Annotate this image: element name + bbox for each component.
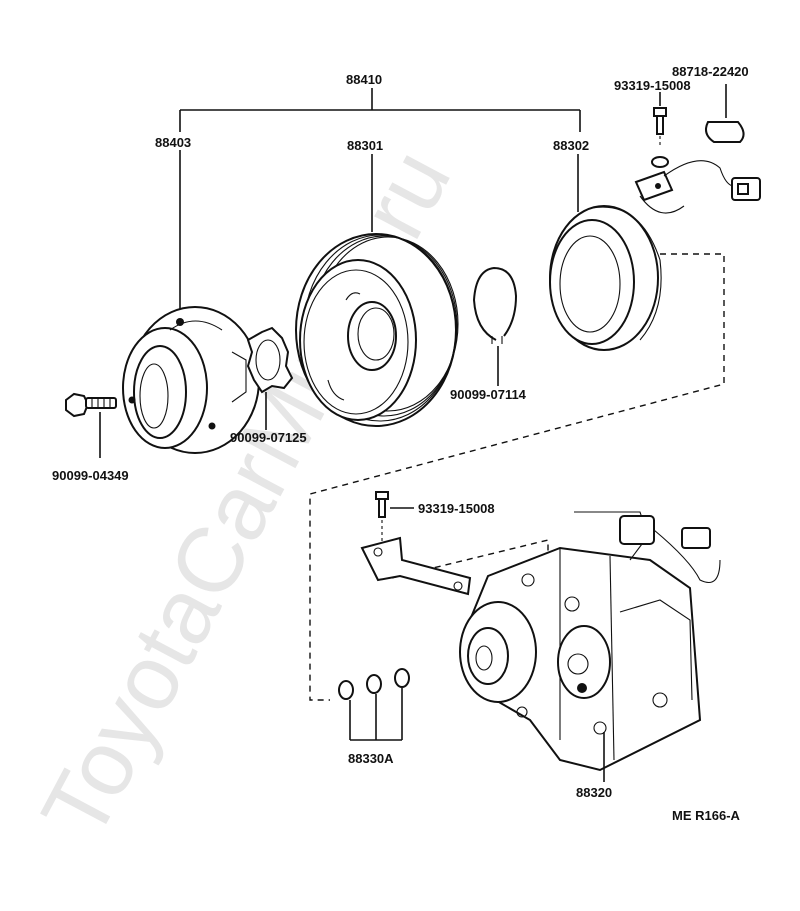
label-88403: 88403 — [155, 135, 191, 150]
pulley-part — [295, 233, 459, 427]
label-93319-15008-upper: 93319-15008 — [614, 78, 691, 93]
orings-part — [338, 668, 410, 741]
diagram-code: ME R166-A — [672, 808, 741, 823]
label-90099-07114: 90099-07114 — [450, 387, 527, 402]
compressor-part — [459, 511, 721, 772]
shim-part — [246, 326, 294, 430]
label-88718-22420: 88718-22420 — [672, 64, 749, 79]
stator-screw-part — [651, 107, 669, 168]
label-90099-04349: 90099-04349 — [52, 468, 129, 483]
label-93319-15008-lower: 93319-15008 — [418, 501, 495, 516]
pressure-plate-part — [122, 306, 260, 454]
label-88302: 88302 — [553, 138, 589, 153]
label-88330A: 88330A — [348, 751, 394, 766]
clutch-assembly-bracket — [179, 88, 581, 318]
label-90099-07125: 90099-07125 — [230, 430, 307, 445]
snap-ring-part — [472, 266, 518, 386]
bracket-plate-part — [360, 536, 472, 596]
harness-part — [634, 160, 761, 214]
clip-part — [659, 84, 745, 143]
label-88320: 88320 — [576, 785, 612, 800]
label-88410: 88410 — [346, 72, 382, 87]
label-88301: 88301 — [347, 138, 383, 153]
bracket-screw-part — [375, 491, 414, 518]
stator-part — [549, 205, 662, 351]
bolt-part — [65, 392, 117, 458]
